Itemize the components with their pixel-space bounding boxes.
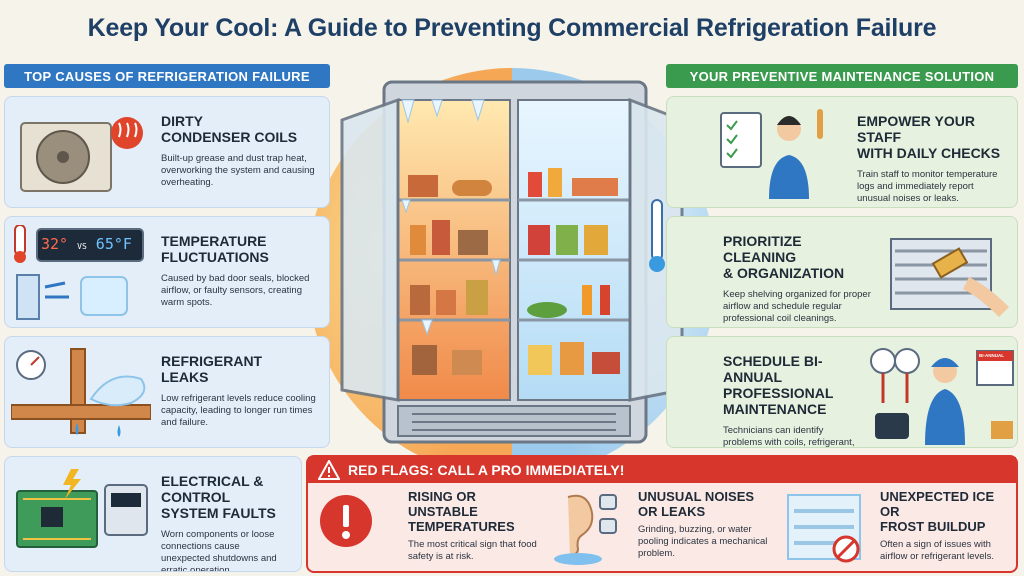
cause-title: TEMPERATURE (161, 233, 267, 249)
cause-title: REFRIGERANT (161, 353, 263, 369)
cause-description: Low refrigerant levels reduce cooling ca… (161, 393, 316, 428)
red-flag-title: OR LEAKS (638, 504, 706, 519)
circuit-board-icon (16, 469, 148, 548)
condenser-unit-icon (20, 117, 143, 192)
temperature-display: 32° VS 65°F (41, 235, 141, 253)
leaking-pipe-icon (11, 348, 151, 437)
red-flags-title: RED FLAGS: CALL A PRO IMMEDIATELY! (348, 462, 625, 478)
red-flag-title: UNUSUAL NOISES (638, 489, 755, 504)
red-flag-title: TEMPERATURES (408, 519, 515, 534)
cause-title: DIRTY (161, 113, 203, 129)
cause-title: CONDENSER COILS (161, 129, 298, 145)
exclamation-icon (320, 495, 372, 547)
red-flag-title: FROST BUILDUP (880, 519, 986, 534)
cause-description: Built-up grease and dust trap heat, over… (161, 153, 315, 188)
causes-header: TOP CAUSES OF REFRIGERATION FAILURE (4, 64, 330, 88)
cause-title: FLUCTUATIONS (161, 249, 269, 265)
calendar-label: BI-ANNUAL (979, 353, 1004, 358)
cause-title: CONTROL (161, 489, 231, 505)
solution-title: PRIORITIZE CLEANING (723, 233, 802, 265)
cause-title: ELECTRICAL & (161, 473, 264, 489)
display-vs: VS (77, 242, 87, 251)
cause-card-leaks: REFRIGERANT LEAKS Low refrigerant levels… (4, 336, 330, 448)
page-title: Keep Your Cool: A Guide to Preventing Co… (87, 14, 937, 42)
ear-sound-icon (554, 494, 617, 565)
red-flags-panel: RED FLAGS: CALL A PRO IMMEDIATELY! RISIN… (306, 455, 1018, 573)
warning-icon (318, 460, 340, 480)
solution-description: Keep shelving organized for proper airfl… (723, 289, 871, 324)
cause-card-condenser: DIRTY CONDENSER COILS Built-up grease an… (4, 96, 330, 208)
red-flag-title: UNEXPECTED ICE OR (880, 489, 995, 519)
red-flag-description: Grinding, buzzing, or water pooling indi… (638, 524, 768, 559)
solution-card-maintenance: BI-ANNUAL SCHEDULE BI-ANNUAL PROFESSIONA… (666, 336, 1018, 448)
cause-description: Worn components or loose connections cau… (161, 529, 277, 572)
solution-title: SCHEDULE BI-ANNUAL (723, 353, 823, 385)
display-cold-value: 65°F (95, 235, 132, 253)
display-warm-value: 32° (41, 235, 69, 253)
technician-icon (870, 348, 1014, 445)
red-flag-temperatures: RISING OR UNSTABLE TEMPERATURES The most… (408, 489, 548, 569)
frost-coil-icon (787, 494, 861, 563)
solution-description: Technicians can identify problems with c… (723, 425, 855, 448)
red-flag-description: The most critical sign that food safety … (408, 539, 537, 562)
cause-card-temperature: 32° VS 65°F TEMPERATURE FLUCTUATIONS Cau… (4, 216, 330, 328)
solution-title: WITH DAILY CHECKS (857, 145, 1001, 161)
solution-title: EMPOWER YOUR STAFF (857, 113, 975, 145)
thermostat-display-icon (14, 225, 144, 320)
solution-title: & ORGANIZATION (723, 265, 845, 281)
solutions-header: YOUR PREVENTIVE MAINTENANCE SOLUTION (666, 64, 1018, 88)
solution-title: PROFESSIONAL (723, 385, 834, 401)
solution-description: Train staff to monitor temperature logs … (857, 169, 998, 204)
cause-description: Caused by bad door seals, blocked airflo… (161, 273, 310, 308)
red-flags-header: RED FLAGS: CALL A PRO IMMEDIATELY! (308, 457, 1016, 483)
cause-title: SYSTEM FAULTS (161, 505, 276, 521)
cause-card-electrical: ELECTRICAL & CONTROL SYSTEM FAULTS Worn … (4, 456, 302, 572)
red-flag-noises: UNUSUAL NOISES OR LEAKS Grinding, buzzin… (638, 489, 768, 569)
red-flag-description: Often a sign of issues with airflow or r… (880, 539, 995, 562)
solution-title: MAINTENANCE (723, 401, 827, 417)
solution-card-cleaning: PRIORITIZE CLEANING & ORGANIZATION Keep … (666, 216, 1018, 328)
cause-title: LEAKS (161, 369, 209, 385)
red-flag-title: RISING OR UNSTABLE (408, 489, 478, 519)
red-flag-frost: UNEXPECTED ICE OR FROST BUILDUP Often a … (880, 489, 1016, 569)
staff-checklist-icon (720, 109, 823, 199)
coil-brush-icon (890, 238, 1009, 317)
fridge-illustration (307, 68, 717, 478)
solution-card-staff: EMPOWER YOUR STAFF WITH DAILY CHECKS Tra… (666, 96, 1018, 208)
